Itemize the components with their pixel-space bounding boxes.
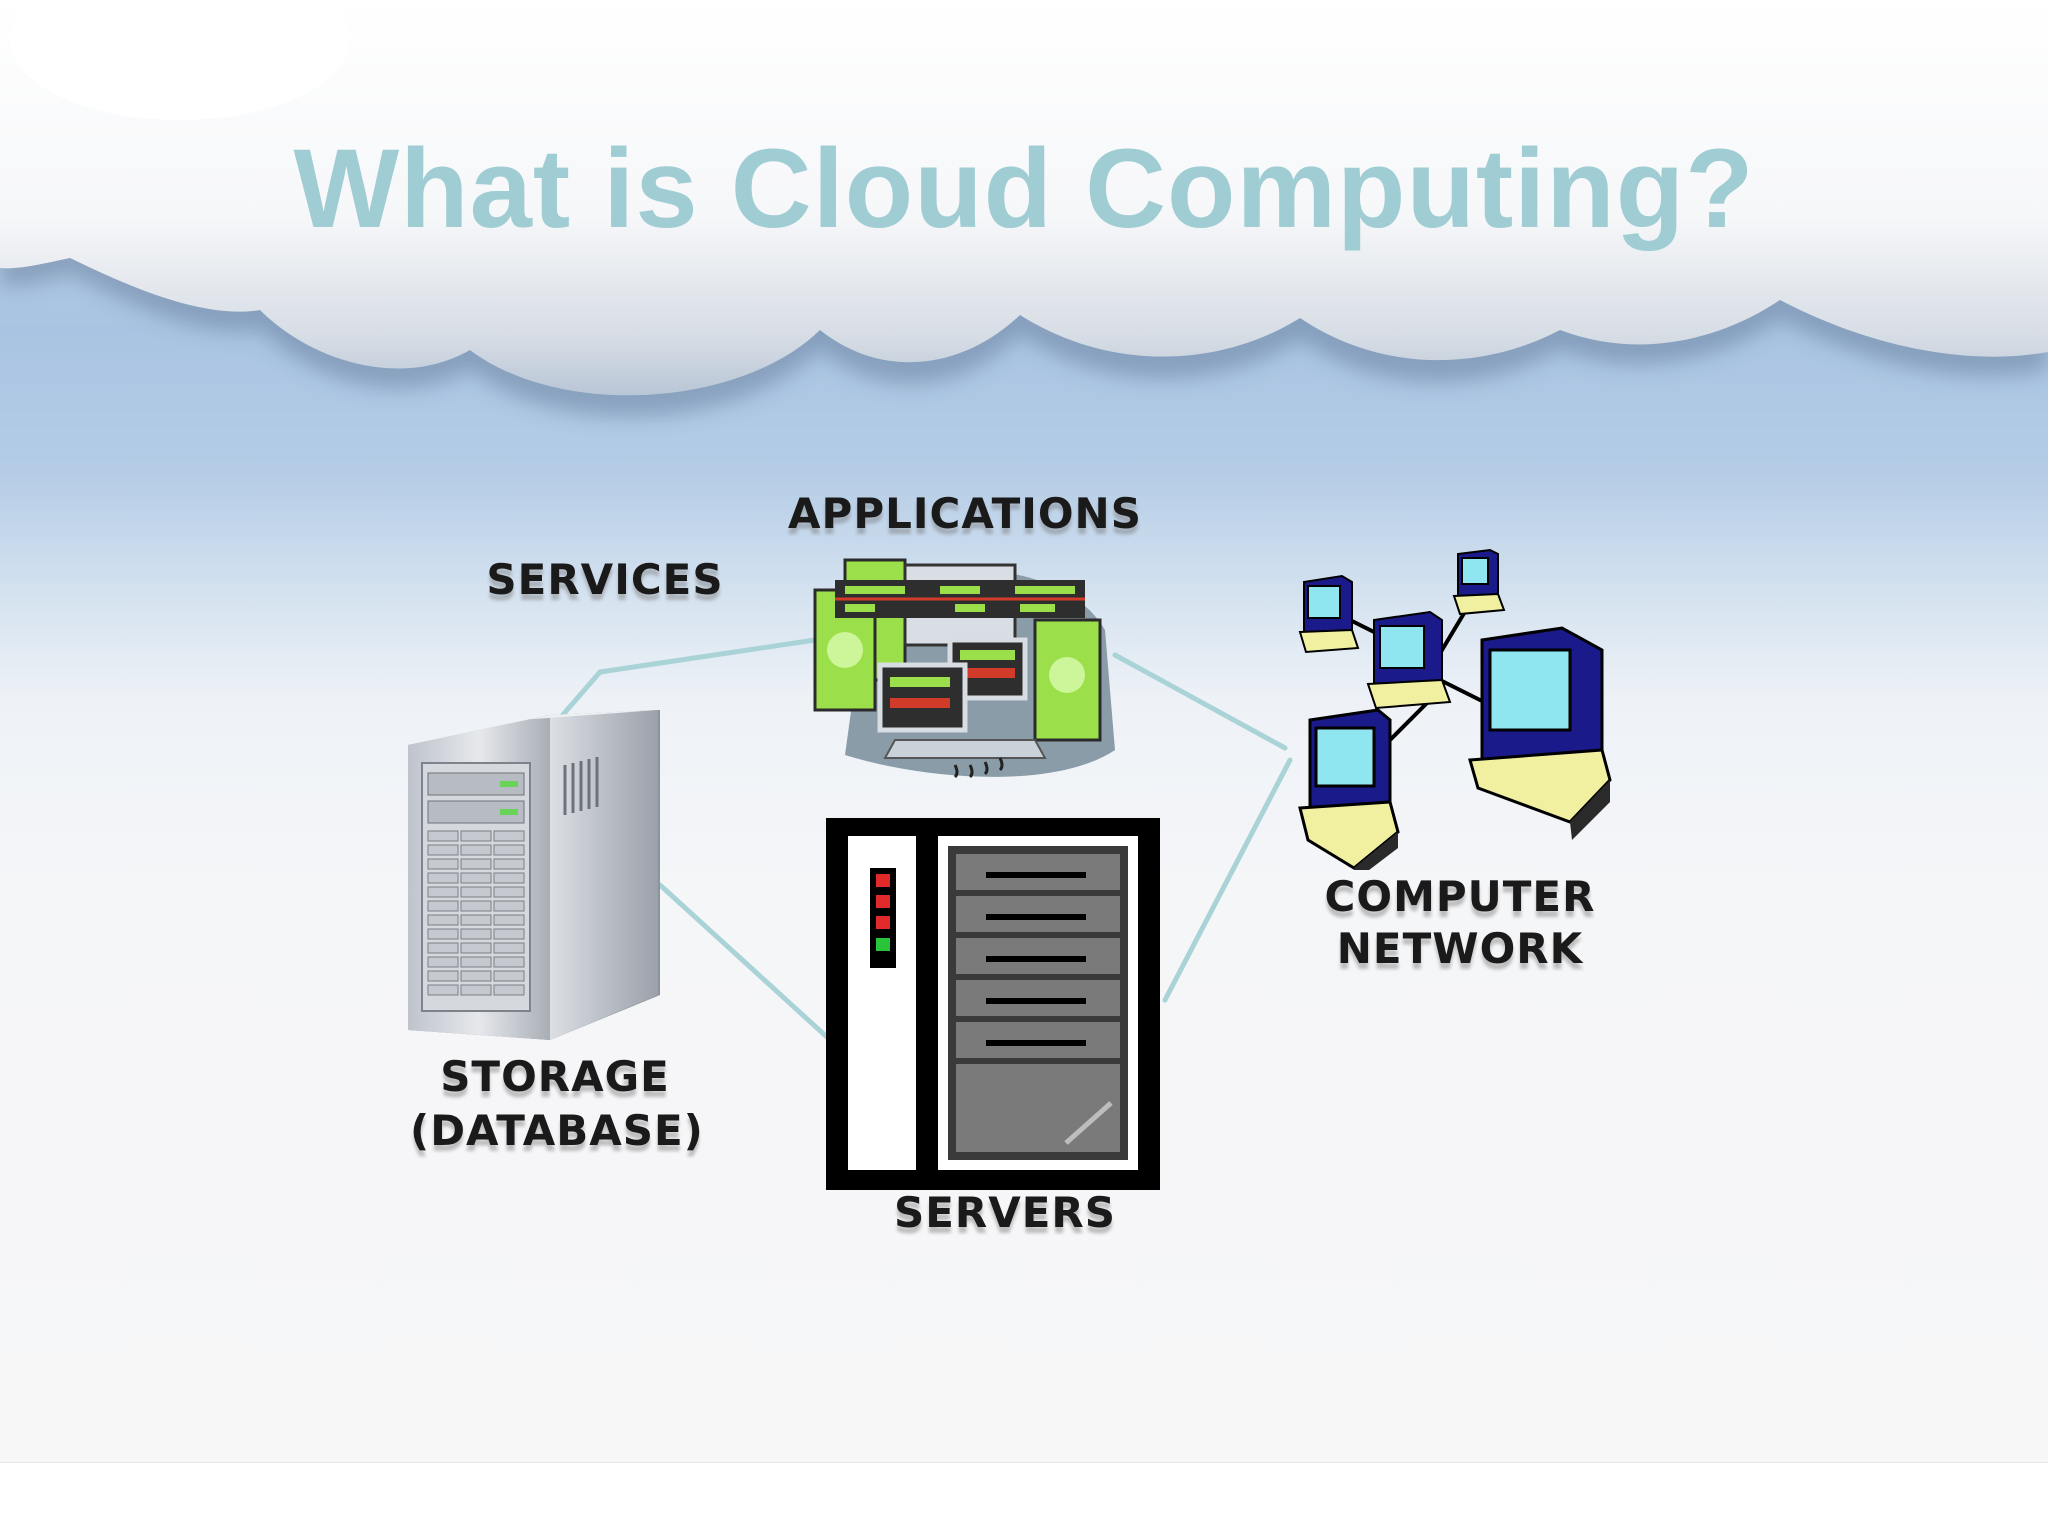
label-applications: APPLICATIONS bbox=[788, 489, 1142, 538]
servers-to-network-line bbox=[1162, 757, 1293, 1003]
label-services: SERVICES bbox=[486, 555, 724, 604]
server-rack-icon bbox=[826, 818, 1160, 1190]
label-computer-network-line1: COMPUTER bbox=[1324, 872, 1596, 921]
storage-to-servers-line bbox=[657, 882, 831, 1041]
slide: What is Cloud Computing? bbox=[0, 0, 2048, 1462]
slide-title: What is Cloud Computing? bbox=[293, 126, 1755, 251]
applications-to-network-line bbox=[1112, 652, 1288, 751]
server-tower-icon bbox=[408, 710, 660, 1040]
bottom-margin bbox=[0, 1462, 2048, 1537]
label-storage-line2: (DATABASE) bbox=[410, 1106, 704, 1155]
computer-network-icon bbox=[1298, 548, 1612, 870]
applications-clipart-icon bbox=[813, 558, 1115, 779]
connector-lines bbox=[525, 637, 1293, 1041]
label-storage-line1: STORAGE bbox=[440, 1052, 670, 1101]
cloud-background bbox=[0, 0, 2048, 417]
label-computer-network-line2: NETWORK bbox=[1336, 924, 1584, 973]
label-servers: SERVERS bbox=[893, 1188, 1117, 1237]
